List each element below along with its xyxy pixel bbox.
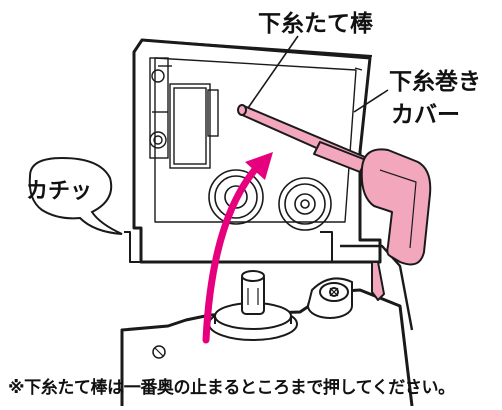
rod-label: 下糸たて棒 (258, 11, 373, 37)
bobbin-cover-housing (132, 38, 382, 264)
cover-label-line1: 下糸巻き (389, 69, 481, 95)
internal-mechanism (149, 57, 219, 169)
spool-spindle (152, 270, 298, 359)
bobbin-winder-knob (307, 277, 353, 319)
cover-label-line2: カバー (391, 102, 460, 128)
leader-line-cover (353, 89, 389, 113)
spool-hole-right (278, 177, 332, 231)
instruction-note: ※下糸たて棒は一番奥の止まるところまで押してください。 (8, 378, 455, 398)
click-sound-label: カチッ (26, 179, 93, 204)
bobbin-rod (237, 104, 432, 301)
speech-bubble-icon (28, 156, 123, 235)
leader-lines (247, 35, 389, 113)
curved-up-arrow-icon (202, 152, 273, 344)
spool-hole-left (208, 169, 264, 225)
leader-line-rod (247, 35, 299, 109)
